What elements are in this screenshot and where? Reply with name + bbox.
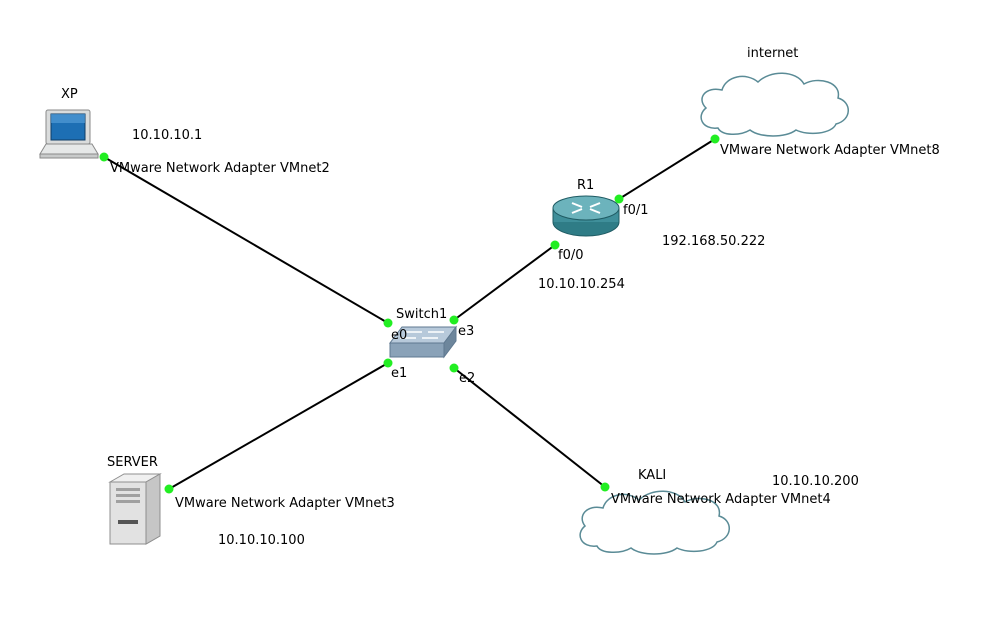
switch-port-e3: e3 xyxy=(458,324,474,339)
status-dot xyxy=(449,363,459,373)
router-icon[interactable] xyxy=(552,195,620,237)
status-dots xyxy=(99,134,720,494)
switch-port-e2: e2 xyxy=(459,371,475,386)
switch-port-e1: e1 xyxy=(391,366,407,381)
status-dot xyxy=(600,482,610,492)
internet-adapter: VMware Network Adapter VMnet8 xyxy=(720,143,940,158)
status-dot xyxy=(710,134,720,144)
status-dot xyxy=(383,358,393,368)
router-ip-f0-1: 192.168.50.222 xyxy=(662,234,765,249)
kali-adapter: VMware Network Adapter VMnet4 xyxy=(611,492,831,507)
status-dot xyxy=(99,152,109,162)
status-dot xyxy=(164,484,174,494)
switch-port-e0: e0 xyxy=(391,328,407,343)
router-port-f0-1: f0/1 xyxy=(623,203,649,218)
switch-label: Switch1 xyxy=(396,307,447,322)
switch-icon[interactable] xyxy=(389,325,457,359)
xp-adapter: VMware Network Adapter VMnet2 xyxy=(110,161,330,176)
link-xp-switch xyxy=(103,156,389,324)
cloud-icon[interactable] xyxy=(700,72,849,137)
kali-label: KALI xyxy=(638,468,666,483)
router-port-f0-0: f0/0 xyxy=(558,248,584,263)
link-server-switch xyxy=(168,362,389,490)
server-ip: 10.10.10.100 xyxy=(218,533,305,548)
server-icon[interactable] xyxy=(108,473,162,545)
router-label: R1 xyxy=(577,178,594,193)
status-dot xyxy=(550,240,560,250)
server-adapter: VMware Network Adapter VMnet3 xyxy=(175,496,395,511)
link-router-internet xyxy=(618,138,716,200)
status-dot xyxy=(383,318,393,328)
internet-label: internet xyxy=(747,46,798,61)
router-ip-f0-0: 10.10.10.254 xyxy=(538,277,625,292)
status-dot xyxy=(449,315,459,325)
cloud-icon[interactable] xyxy=(579,490,730,555)
status-dot xyxy=(614,194,624,204)
link-switch-kali xyxy=(453,367,606,488)
xp-label: XP xyxy=(61,87,78,102)
kali-ip: 10.10.10.200 xyxy=(772,474,859,489)
link-switch-router xyxy=(453,244,556,321)
server-label: SERVER xyxy=(107,455,158,470)
laptop-icon[interactable] xyxy=(39,109,99,159)
links xyxy=(103,138,716,490)
xp-ip: 10.10.10.1 xyxy=(132,128,202,143)
